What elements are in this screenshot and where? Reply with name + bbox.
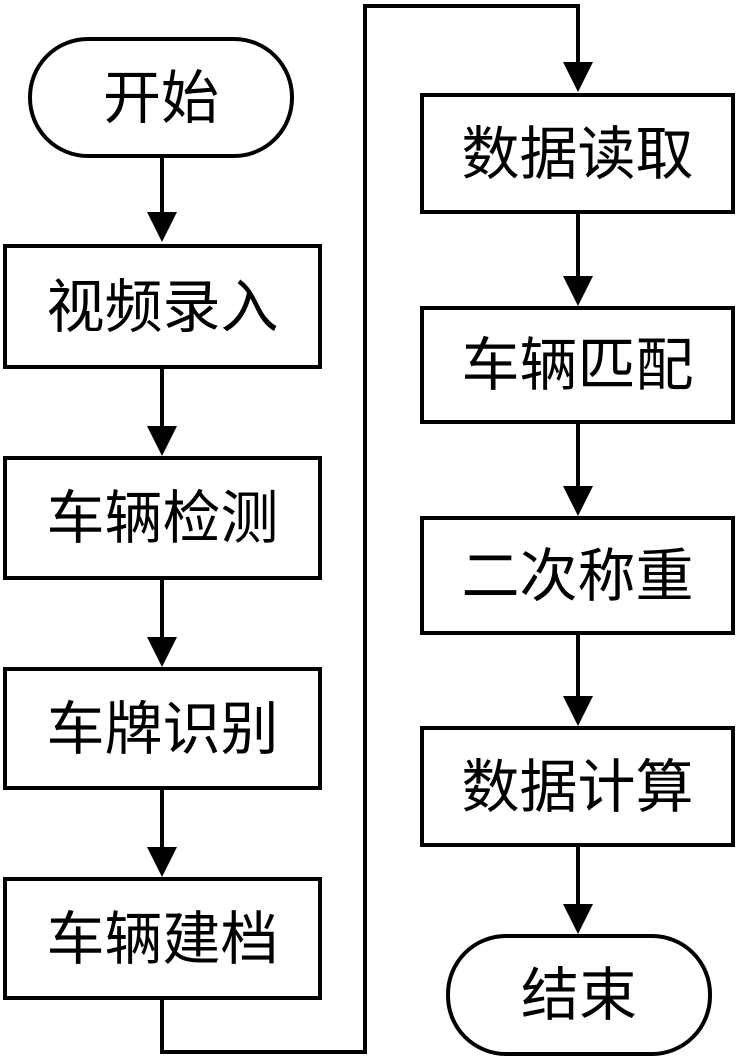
process-label: 车牌识别 [46, 694, 279, 763]
arrowhead [563, 62, 593, 92]
process-reweigh: 二次称重 [420, 516, 735, 635]
arrowhead [147, 426, 177, 456]
arrowhead [563, 696, 593, 726]
process-vehicle-archive: 车辆建档 [3, 877, 322, 1000]
process-vehicle-match: 车辆匹配 [420, 306, 735, 424]
arrowhead [147, 637, 177, 667]
process-data-calc: 数据计算 [420, 726, 735, 847]
process-plate-recognition: 车牌识别 [3, 667, 322, 790]
process-label: 二次称重 [461, 541, 694, 610]
arrowhead [147, 847, 177, 877]
arrowhead [563, 276, 593, 306]
process-vehicle-detection: 车辆检测 [3, 456, 322, 580]
start-label: 开始 [102, 63, 219, 132]
process-video-input: 视频录入 [3, 244, 322, 369]
process-data-read: 数据读取 [420, 93, 735, 214]
start-node: 开始 [28, 37, 294, 158]
process-label: 数据读取 [461, 119, 694, 188]
process-label: 车辆建档 [46, 904, 279, 973]
process-label: 数据计算 [461, 752, 694, 821]
process-label: 车辆检测 [46, 484, 279, 552]
connector-archive-to-read [160, 4, 580, 1054]
process-label: 车辆匹配 [461, 331, 694, 399]
arrowhead [563, 904, 593, 934]
end-label: 结束 [520, 961, 637, 1029]
arrowhead [147, 212, 177, 242]
process-label: 视频录入 [46, 272, 279, 341]
arrowhead [563, 486, 593, 516]
end-node: 结束 [446, 934, 712, 1056]
